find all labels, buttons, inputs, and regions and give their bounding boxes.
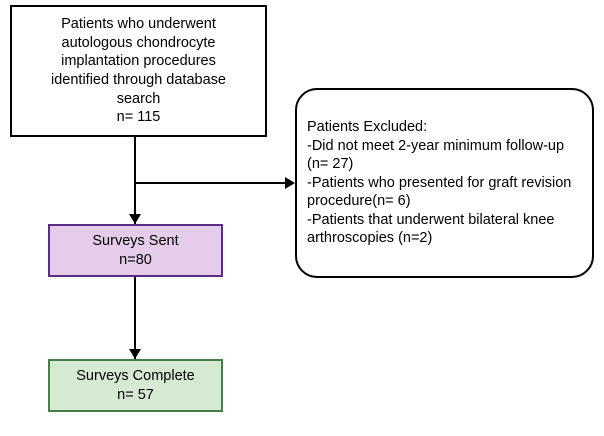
node-line: autologous chondrocyte [61, 34, 216, 51]
node-patients-identified: Patients who underwent autologous chondr… [10, 5, 267, 137]
arrowhead-down-icon [129, 349, 141, 359]
node-patients-excluded: Patients Excluded: -Did not meet 2-year … [295, 88, 594, 278]
node-line: Patients who underwent [61, 16, 216, 33]
node-surveys-sent: Surveys Sent n=80 [48, 224, 223, 277]
connector-identified-to-excluded [134, 182, 293, 184]
node-line: -Patients that underwent bilateral knee … [307, 211, 555, 247]
node-line: identified through database [51, 72, 226, 88]
node-line: -Did not meet 2-year minimum follow-up (… [307, 137, 565, 173]
node-line: Patients Excluded: [307, 119, 428, 136]
node-line: implantation procedures [61, 53, 216, 70]
node-line: n=80 [119, 251, 152, 268]
node-line: Surveys Complete [76, 367, 195, 384]
arrowhead-right-icon [285, 177, 295, 189]
connector-surveys-sent-to-surveys-complete [134, 277, 136, 359]
node-line: Surveys Sent [92, 232, 179, 249]
node-line: n= 115 [116, 109, 161, 126]
node-line: -Patients who presented for graft revisi… [307, 174, 572, 210]
connector-identified-to-surveys-sent [134, 137, 136, 224]
node-line: n= 57 [117, 386, 154, 403]
arrowhead-down-icon [129, 214, 141, 224]
node-line: search [116, 90, 161, 107]
node-surveys-complete: Surveys Complete n= 57 [48, 359, 223, 412]
